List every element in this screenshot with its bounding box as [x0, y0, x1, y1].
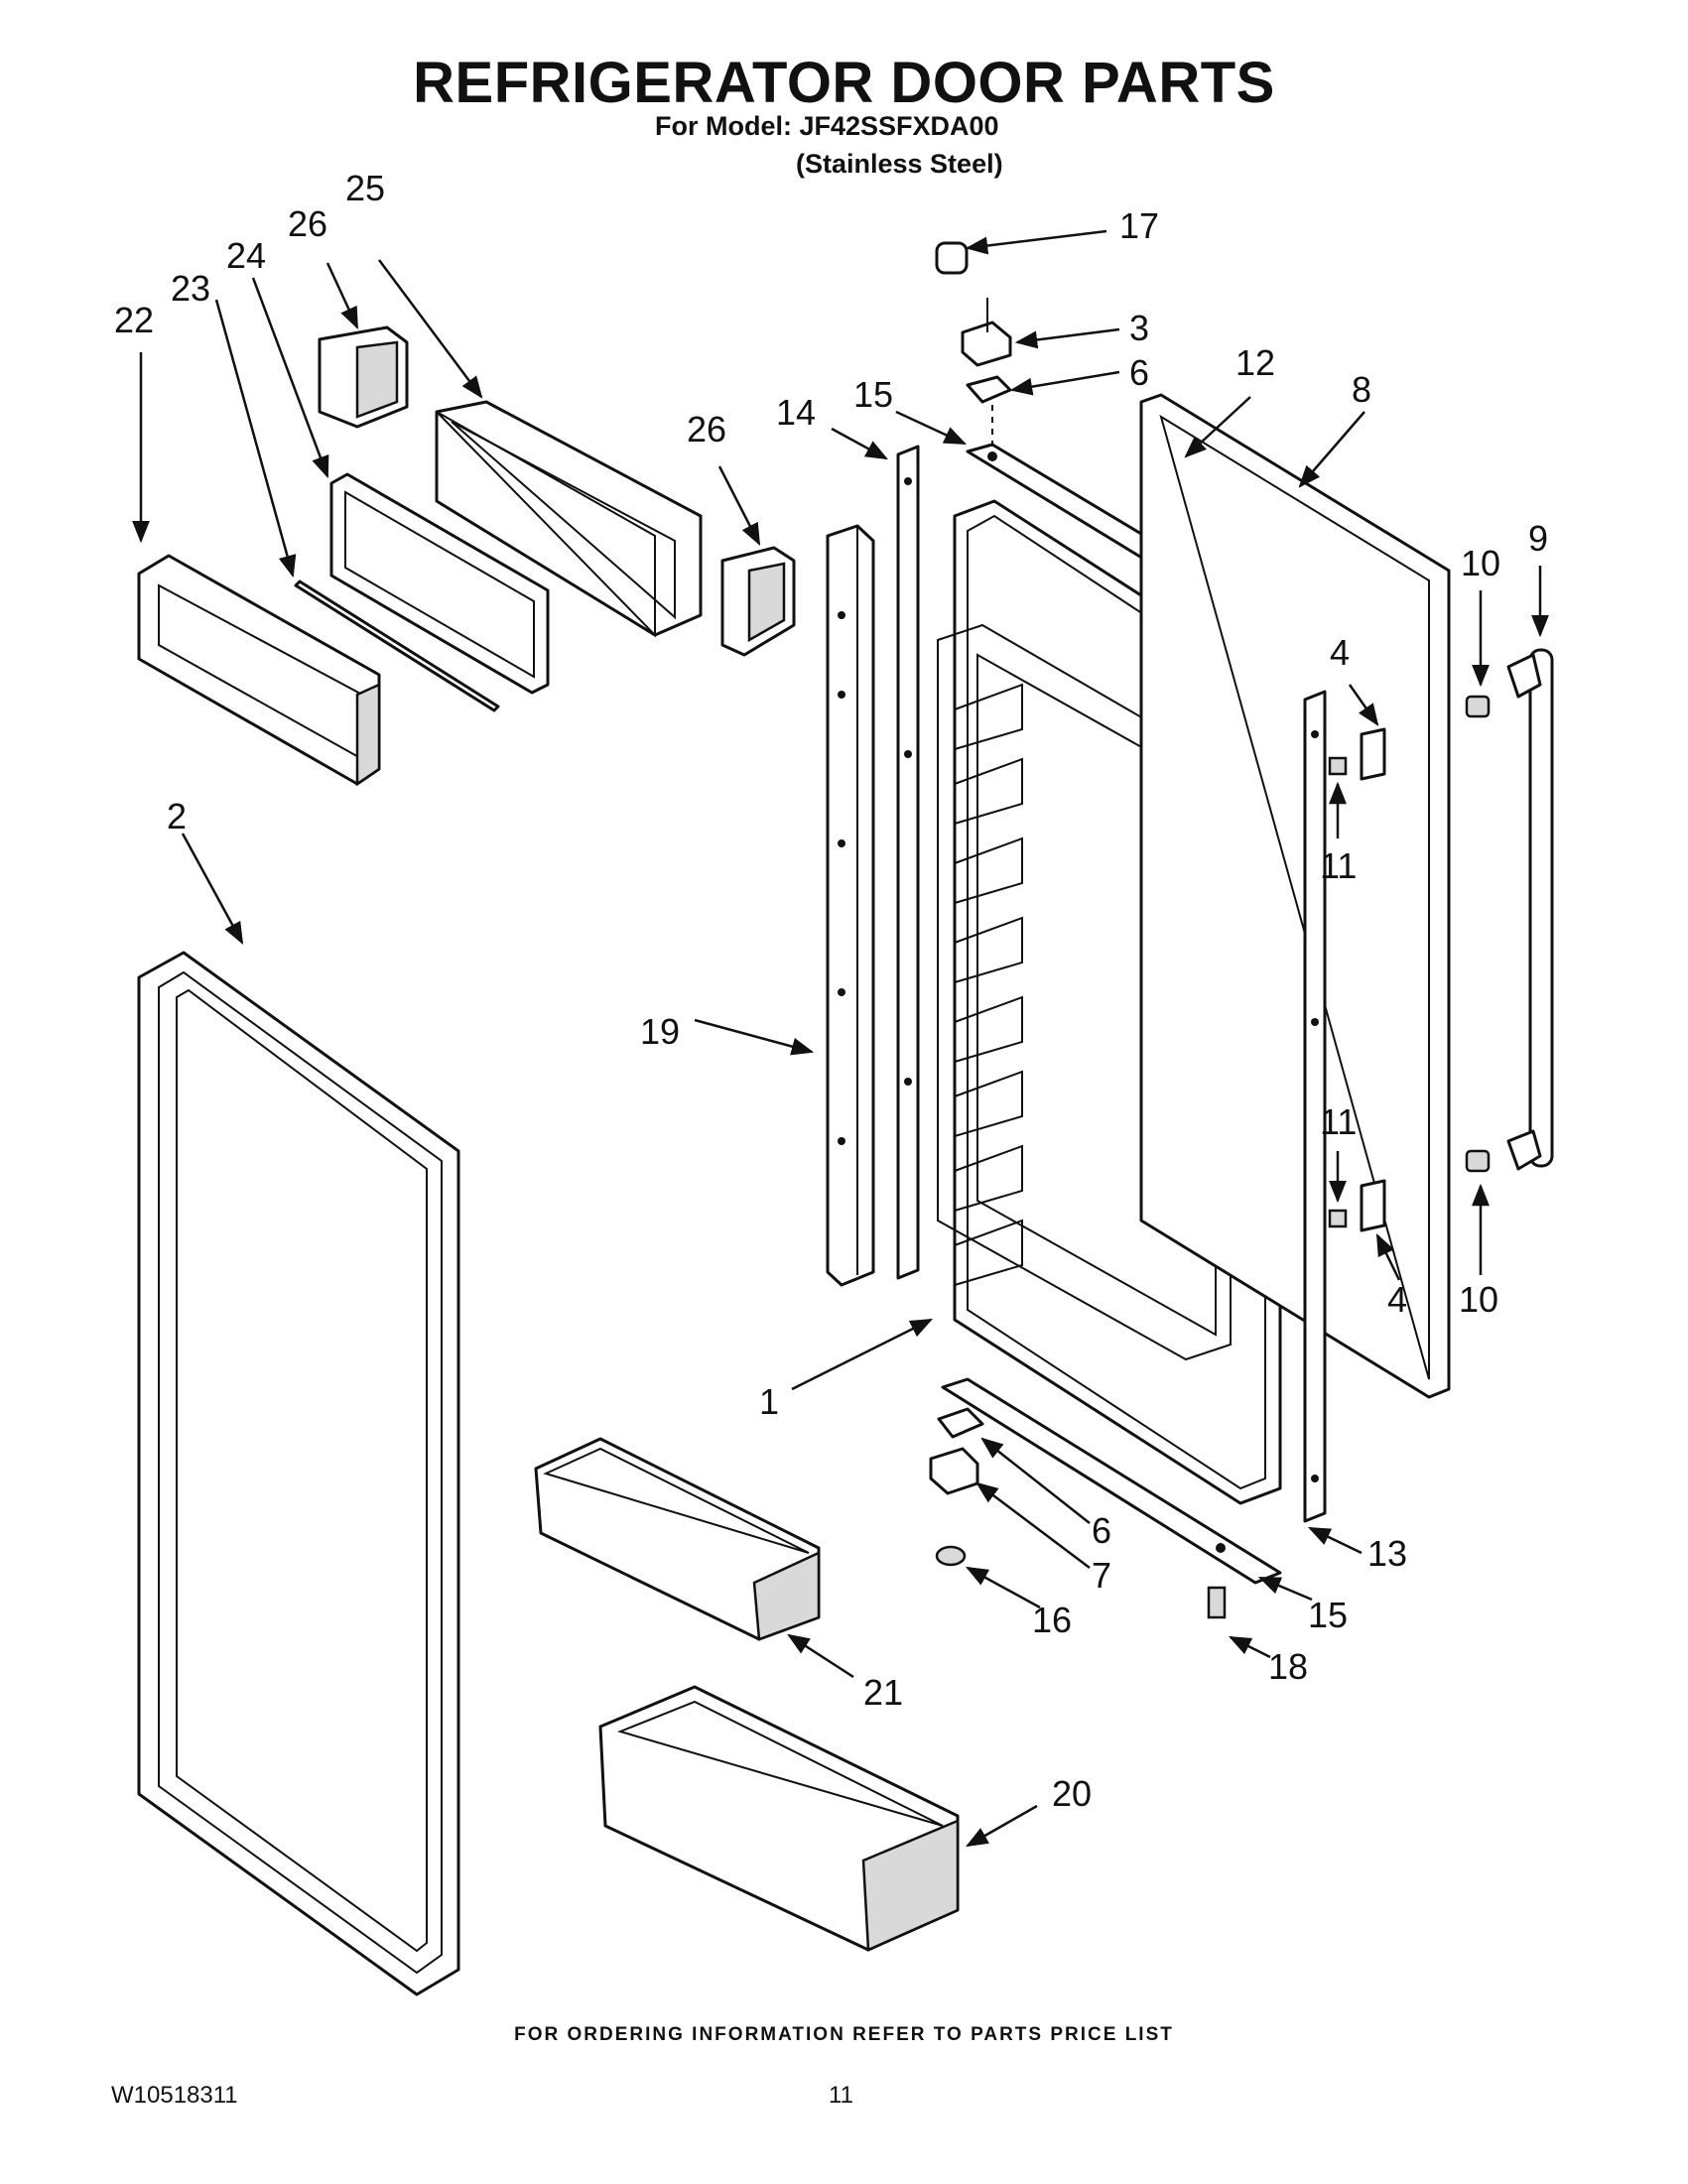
- part-8-outer-door-panel: [1139, 393, 1451, 1399]
- part-6-hinge-shim-lower: [937, 1407, 984, 1439]
- part-13-trim: [1303, 690, 1327, 1523]
- part-15-end-cap-lower: [941, 1377, 1282, 1585]
- part-24-pan-frame: [329, 472, 550, 695]
- callout-3: 3: [1129, 308, 1149, 348]
- part-16-washer: [935, 1545, 967, 1567]
- callout-24: 24: [226, 235, 266, 276]
- part-25-pan: [435, 400, 703, 638]
- callout-4-upper: 4: [1330, 632, 1350, 673]
- callout-25: 25: [345, 168, 385, 208]
- model-number: For Model: JF42SSFXDA00: [655, 111, 999, 141]
- callout-26-lower: 26: [687, 409, 726, 450]
- part-11-screws: [1328, 756, 1348, 1228]
- callout-10-upper: 10: [1461, 543, 1500, 583]
- callout-7: 7: [1092, 1555, 1111, 1596]
- callout-12: 12: [1235, 342, 1275, 383]
- part-21-door-bin: [534, 1437, 821, 1641]
- callout-10-lower: 10: [1459, 1279, 1498, 1320]
- part-2-door-gasket: [137, 951, 460, 1996]
- callout-1: 1: [759, 1381, 779, 1422]
- page-title: REFRIGERATOR DOOR PARTS: [413, 51, 1275, 115]
- part-23-trim-strip: [294, 579, 500, 712]
- callout-6-upper: 6: [1129, 352, 1149, 393]
- part-22-pan-front: [137, 554, 381, 787]
- callout-9: 9: [1528, 518, 1548, 559]
- callout-4-lower: 4: [1387, 1279, 1407, 1320]
- part-26-bracket-upper: [318, 325, 409, 429]
- callout-2: 2: [167, 796, 187, 836]
- callout-11-lower: 11: [1320, 1101, 1357, 1142]
- part-3-top-hinge: [961, 298, 1012, 367]
- callout-18: 18: [1268, 1646, 1308, 1687]
- callout-15-lower: 15: [1308, 1595, 1348, 1635]
- page-number: 11: [829, 2082, 853, 2109]
- part-6-hinge-shim-upper: [966, 375, 1012, 404]
- part-26-bracket-lower: [720, 546, 796, 657]
- callout-20: 20: [1052, 1773, 1092, 1814]
- part-14-trim: [896, 445, 920, 1280]
- part-20-door-bin-large: [598, 1685, 960, 1952]
- part-7-bottom-hinge: [929, 1447, 979, 1495]
- callout-15-upper: 15: [853, 374, 893, 415]
- leader-lines: [132, 229, 1549, 1848]
- part-10-handle-screws: [1465, 695, 1491, 1173]
- callout-11-upper: 11: [1320, 845, 1357, 886]
- callout-labels: 17 3 6 12 8 9 10 4 11 11 4 10 14 15 26 2…: [114, 168, 1548, 1814]
- part-19-hinge-trim: [826, 524, 875, 1287]
- callout-26-upper: 26: [288, 203, 327, 244]
- callout-21: 21: [863, 1672, 903, 1713]
- ordering-note: FOR ORDERING INFORMATION REFER TO PARTS …: [514, 2024, 1174, 2045]
- callout-17: 17: [1119, 205, 1159, 246]
- part-18-hinge-screw: [1207, 1586, 1227, 1619]
- callout-14: 14: [776, 392, 816, 433]
- part-4-handle-mounts: [1360, 727, 1386, 1232]
- callout-23: 23: [171, 268, 210, 309]
- document-number: W10518311: [111, 2082, 238, 2109]
- callout-22: 22: [114, 300, 154, 340]
- part-17-hinge-cap: [935, 241, 969, 275]
- callout-6-lower: 6: [1092, 1510, 1111, 1551]
- part-9-door-handle: [1506, 648, 1554, 1171]
- callout-8: 8: [1352, 369, 1371, 410]
- finish-label: (Stainless Steel): [796, 149, 1003, 179]
- callout-19: 19: [640, 1011, 680, 1052]
- callout-13: 13: [1367, 1533, 1407, 1574]
- callout-16: 16: [1032, 1600, 1072, 1640]
